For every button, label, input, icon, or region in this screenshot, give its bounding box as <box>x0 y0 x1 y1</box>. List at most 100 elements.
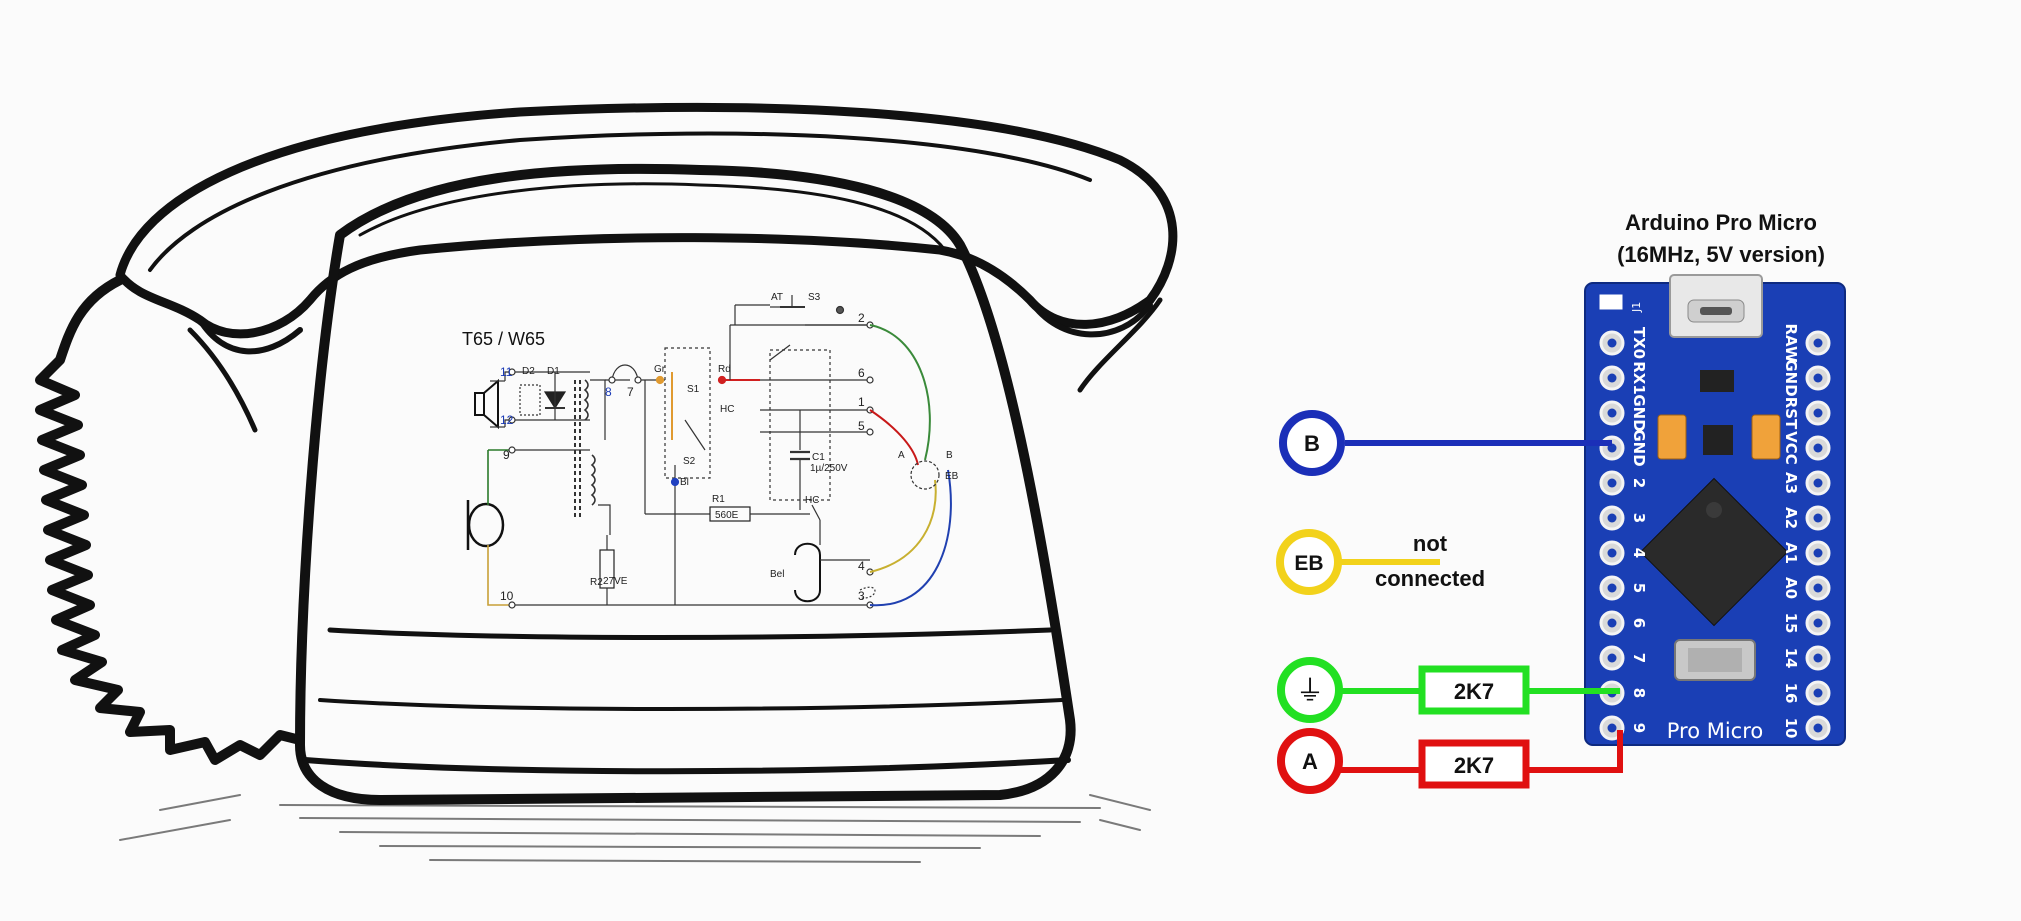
terminal-1: 1 <box>858 395 865 409</box>
label-bel: Bel <box>770 569 784 580</box>
telephone-sketch <box>35 102 1178 863</box>
connection-ground: 2K7 ⏚ <box>1277 657 1620 723</box>
pin-hole-left-7 <box>1607 583 1617 593</box>
pin-hole-right-11 <box>1813 723 1823 733</box>
terminal-3: 3 <box>858 589 865 603</box>
pin-label-left-4: 2 <box>1630 478 1648 488</box>
pin-label-right-1: GND <box>1782 359 1800 396</box>
microphone-icon <box>467 502 505 548</box>
pin-hole-left-4 <box>1607 478 1617 488</box>
pin-hole-left-0 <box>1607 338 1617 348</box>
schematic-title: T65 / W65 <box>462 329 545 349</box>
resistor-a-label: 2K7 <box>1454 753 1494 778</box>
label-s1: S1 <box>687 384 700 395</box>
pin-label-right-8: 15 <box>1782 613 1800 634</box>
pin-label-left-8: 6 <box>1630 618 1648 628</box>
terminal-2: 2 <box>858 311 865 325</box>
resistor-a <box>1418 739 1530 789</box>
pin-hole-left-2 <box>1607 408 1617 418</box>
terminal-7: 7 <box>627 385 634 399</box>
terminal-b <box>1279 410 1345 476</box>
speaker-icon <box>474 392 485 416</box>
pin-hole-left-6 <box>1607 548 1617 558</box>
pin-label-right-6: A1 <box>1782 542 1800 564</box>
pin-hole-right-4 <box>1813 478 1823 488</box>
pin-label-left-0: TX0 <box>1630 327 1648 359</box>
label-r1-value: 560E <box>715 510 739 521</box>
pin-hole-left-9 <box>1607 653 1617 663</box>
terminal-ground <box>1277 657 1343 723</box>
pin-label-right-0: RAW <box>1782 323 1800 362</box>
terminal-a <box>1277 728 1343 794</box>
connection-eb: EB not connected <box>1276 529 1485 595</box>
label-d2: D2 <box>522 366 535 377</box>
label-hc2: HC <box>805 495 819 506</box>
pin-label-left-6: 4 <box>1630 548 1648 558</box>
terminal-eb-label: EB <box>1294 552 1323 575</box>
pin-label-left-3: GND <box>1630 429 1648 466</box>
label-d1: D1 <box>547 366 560 377</box>
label-r2: R2 <box>590 577 603 588</box>
pin-hole-left-1 <box>1607 373 1617 383</box>
label-c1: C1 <box>812 452 825 463</box>
pin-label-right-9: 14 <box>1782 648 1800 669</box>
label-s3: S3 <box>808 292 821 303</box>
pin-hole-right-6 <box>1813 548 1823 558</box>
pin-label-right-11: 10 <box>1782 718 1800 739</box>
label-r2-value: 27VE <box>603 576 628 587</box>
speaker-cone <box>483 378 499 430</box>
terminal-b-label: B <box>1304 431 1320 456</box>
terminal-a-label: A <box>1302 749 1318 774</box>
terminal-12: 12 <box>500 413 514 427</box>
label-a-terminal: A <box>898 450 905 461</box>
pin-label-right-2: RST <box>1782 397 1800 430</box>
phone-schematic <box>466 295 952 609</box>
pin-label-left-1: RX1 <box>1630 361 1648 395</box>
pin-hole-left-11 <box>1607 723 1617 733</box>
label-b-terminal: B <box>946 450 953 461</box>
board-title-line2: (16MHz, 5V version) <box>1617 242 1825 267</box>
pin-label-left-9: 7 <box>1630 653 1648 663</box>
pin-hole-right-7 <box>1813 583 1823 593</box>
connection-a: 2K7 A <box>1277 728 1623 794</box>
connection-b: B <box>1279 410 1612 476</box>
pin-hole-right-3 <box>1813 443 1823 453</box>
pin-label-right-3: VCC <box>1782 431 1800 465</box>
board-title-line1: Arduino Pro Micro <box>1625 210 1817 235</box>
pin-label-left-7: 5 <box>1630 583 1648 593</box>
mcu-chip <box>1639 477 1789 627</box>
terminal-11: 11 <box>500 365 513 379</box>
pin-label-right-5: A2 <box>1782 507 1800 529</box>
label-c1-value: 1µ/250V <box>810 463 848 474</box>
terminal-4: 4 <box>858 559 865 573</box>
resistor-ground-label: 2K7 <box>1454 679 1494 704</box>
terminal-5: 5 <box>858 419 865 433</box>
resistor-ground <box>1418 665 1530 715</box>
pin-label-left-11: 9 <box>1630 723 1648 733</box>
pin-hole-right-2 <box>1813 408 1823 418</box>
pin-hole-right-0 <box>1813 338 1823 348</box>
eb-note-line1: not <box>1413 531 1448 556</box>
pin-label-left-2: GND <box>1630 394 1648 431</box>
terminal-eb <box>1276 529 1342 595</box>
label-at: AT <box>771 292 783 303</box>
pin-label-right-7: A0 <box>1782 577 1800 599</box>
pin-hole-right-1 <box>1813 373 1823 383</box>
terminal-10: 10 <box>500 589 514 603</box>
pin-hole-right-8 <box>1813 618 1823 628</box>
pin-label-right-4: A3 <box>1782 472 1800 494</box>
terminal-6: 6 <box>858 366 865 380</box>
header-label: J1 <box>1630 302 1643 313</box>
pin-label-right-10: 16 <box>1782 683 1800 704</box>
pin-label-left-5: 3 <box>1630 513 1648 523</box>
label-bl: Bl <box>680 477 689 488</box>
pin-hole-left-5 <box>1607 513 1617 523</box>
eb-note-line2: connected <box>1375 566 1485 591</box>
schematic-labels: T65 / W65 D2 D1 S1 S2 AT S3 R1 560E R2 2… <box>462 292 959 603</box>
pin-hole-left-8 <box>1607 618 1617 628</box>
pin-hole-right-10 <box>1813 688 1823 698</box>
label-gr: Gr <box>654 364 666 375</box>
